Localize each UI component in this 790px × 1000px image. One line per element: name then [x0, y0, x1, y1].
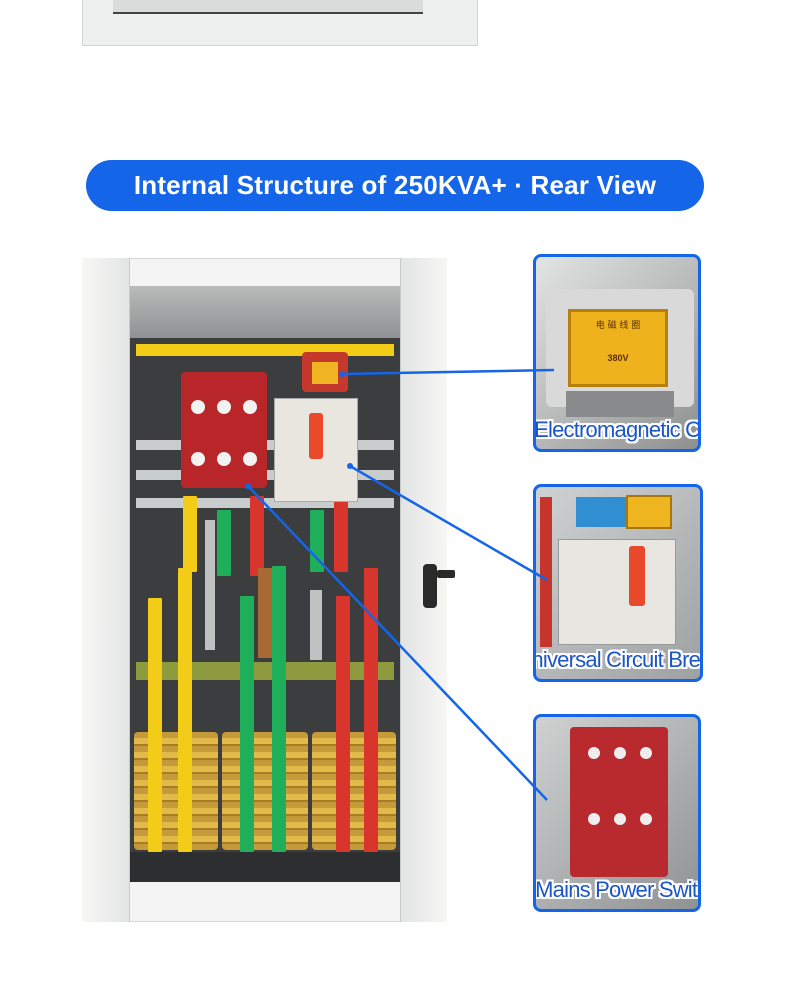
busbar-green	[240, 596, 254, 852]
coil-photo	[626, 495, 672, 529]
support-rod	[310, 590, 322, 660]
terminal-rail	[136, 662, 394, 680]
busbar-red	[364, 568, 378, 852]
leader-dot	[339, 371, 345, 377]
callout-electromagnetic-coil: 电 磁 线 圈 380V Electromagnetic Coil	[533, 254, 701, 452]
switch-terminal	[588, 813, 600, 825]
busbar-green	[217, 510, 231, 576]
leader-line-switch	[247, 485, 548, 801]
coil-nameplate-text: 电 磁 线 圈	[595, 321, 641, 331]
coil-mount	[566, 391, 674, 417]
callout-label: Universal Circuit Breaker	[536, 647, 701, 672]
upper-cabinet-interior	[113, 0, 423, 14]
breaker-lever	[309, 413, 323, 459]
cabinet-base	[130, 852, 400, 882]
left-door	[82, 258, 130, 922]
copper-rod	[258, 568, 272, 658]
leader-dot	[347, 463, 353, 469]
callout-label: Mains Power Switch	[535, 877, 701, 902]
coil-photo: 电 磁 线 圈 380V	[568, 309, 668, 387]
universal-circuit-breaker	[274, 398, 358, 502]
callout-mains-power-switch: Mains Power Switch	[533, 714, 701, 912]
leader-line-breaker	[349, 464, 548, 582]
transformer-coil	[222, 732, 308, 850]
busbar-red	[334, 496, 348, 572]
callout-label: Electromagnetic Coil	[534, 417, 701, 442]
leader-line-coil	[341, 368, 555, 376]
busbar-red	[336, 596, 350, 852]
switch-terminal	[640, 747, 652, 759]
switch-terminal	[614, 813, 626, 825]
leader-dot	[245, 483, 251, 489]
coil-core	[312, 362, 338, 384]
callout-universal-circuit-breaker: Universal Circuit Breaker	[533, 484, 703, 682]
cabinet-interior-top	[130, 286, 400, 338]
section-title: Internal Structure of 250KVA+ · Rear Vie…	[86, 160, 704, 211]
switch-terminal	[588, 747, 600, 759]
switch-terminal	[614, 747, 626, 759]
support-rod	[205, 520, 215, 650]
busbar-green	[272, 566, 286, 852]
switch-terminal	[640, 813, 652, 825]
busbar-yellow	[183, 496, 197, 572]
busbar-yellow	[148, 598, 162, 852]
breaker-photo	[558, 539, 676, 645]
mains-power-switch	[181, 372, 267, 488]
door-handle	[423, 564, 437, 608]
busbar-red	[540, 497, 552, 647]
transformer-coil	[312, 732, 396, 850]
busbar-red	[250, 496, 264, 576]
door-handle-latch	[437, 570, 455, 578]
breaker-lever	[629, 546, 645, 606]
busbar-yellow	[178, 568, 192, 852]
coil-voltage-text: 380V	[607, 353, 629, 363]
upper-cabinet-fragment	[82, 0, 478, 46]
